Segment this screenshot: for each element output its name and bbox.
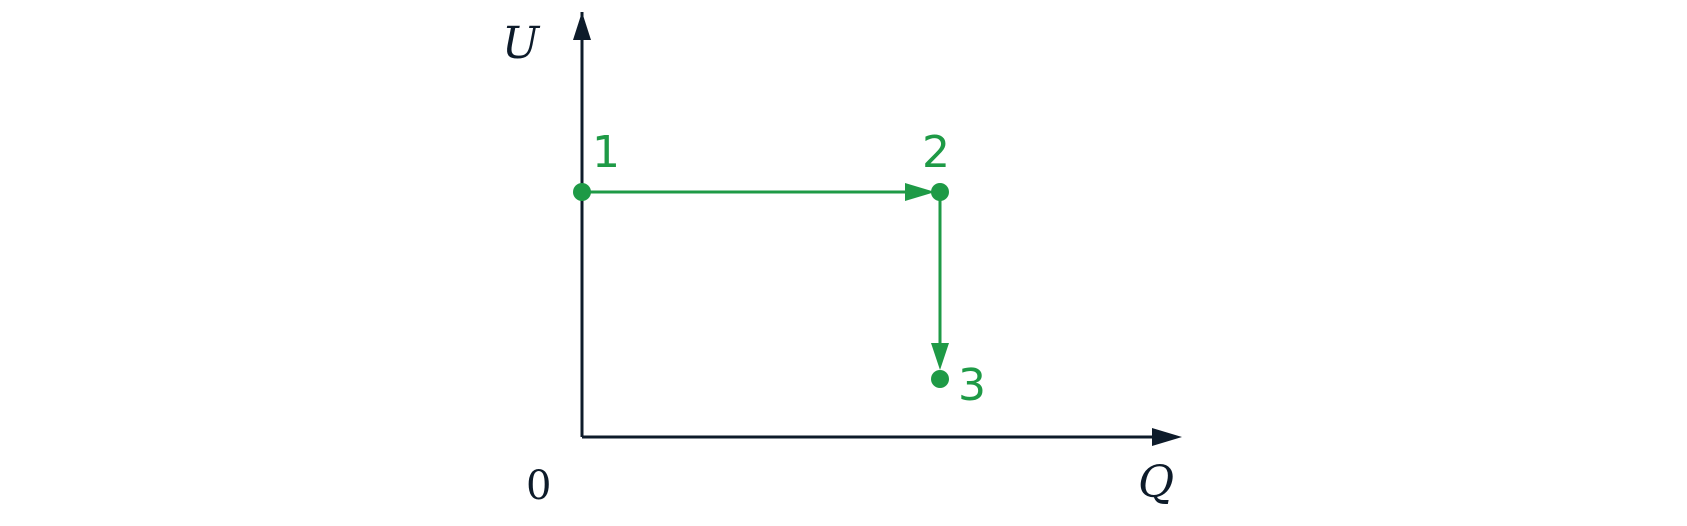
- state-point-3: [931, 370, 949, 388]
- state-point-1: [573, 183, 591, 201]
- y-axis-label: U: [502, 18, 541, 69]
- state-label-1: 1: [592, 127, 620, 178]
- y-axis-arrowhead: [573, 12, 591, 40]
- origin-label: 0: [526, 463, 551, 509]
- axes: U Q 0: [502, 12, 1182, 509]
- process-path: [582, 183, 949, 370]
- x-axis-arrowhead: [1152, 428, 1182, 446]
- state-label-3: 3: [958, 360, 986, 411]
- state-point-2: [931, 183, 949, 201]
- arrowhead-2-3: [931, 343, 949, 370]
- state-label-2: 2: [922, 127, 950, 178]
- x-axis-label: Q: [1138, 457, 1174, 508]
- state-points: 1 2 3: [573, 127, 986, 411]
- arrowhead-1-2: [905, 183, 935, 201]
